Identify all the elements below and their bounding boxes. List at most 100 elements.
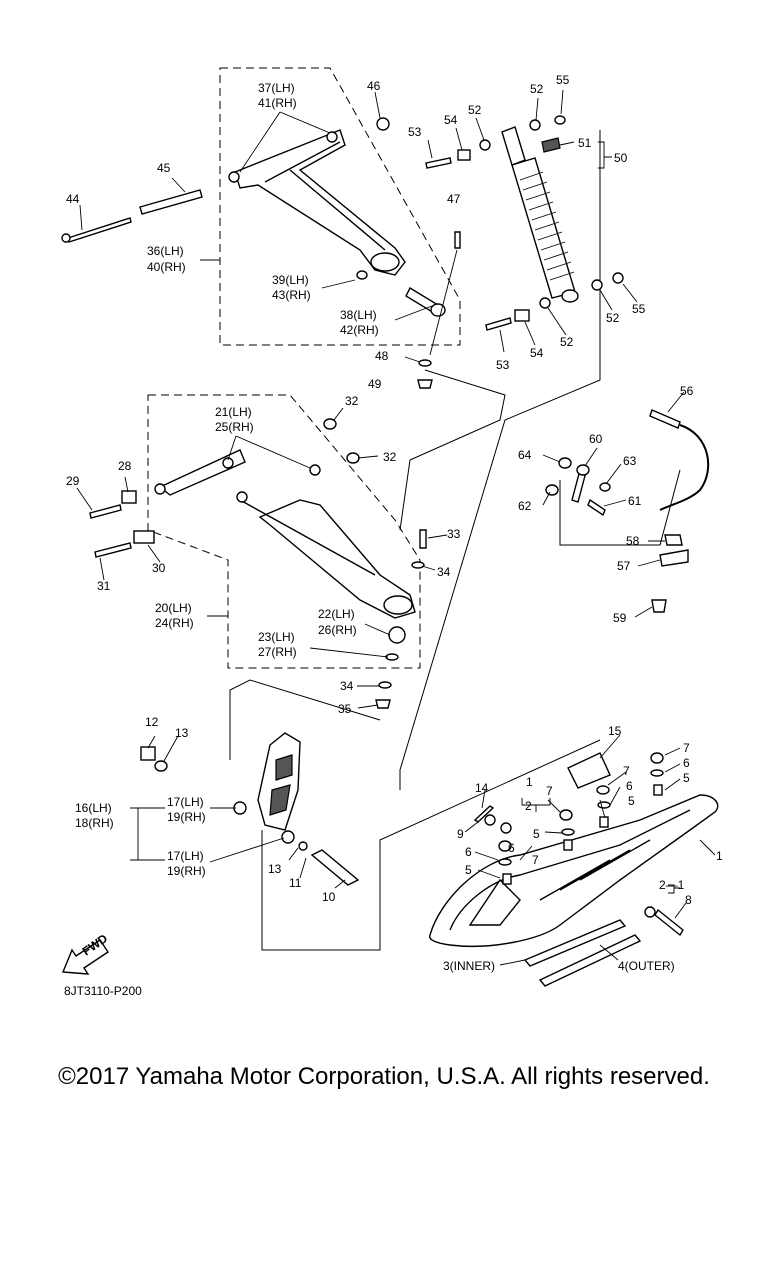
- label-17b: 17(LH): [167, 849, 204, 863]
- fwd-arrow-icon: FWD: [61, 931, 110, 975]
- label-43: 43(RH): [272, 288, 311, 302]
- label-26: 26(RH): [318, 623, 357, 637]
- label-45: 45: [157, 161, 171, 175]
- shock-absorber: [501, 126, 579, 303]
- label-64: 64: [518, 448, 532, 462]
- label-25: 25(RH): [215, 420, 254, 434]
- label-60: 60: [589, 432, 603, 446]
- label-36: 36(LH): [147, 244, 184, 258]
- label-33: 33: [447, 527, 461, 541]
- label-30: 30: [152, 561, 166, 575]
- label-55b: 55: [632, 302, 646, 316]
- label-51: 51: [578, 136, 592, 150]
- spindle-link-line: [229, 679, 381, 760]
- label-59: 59: [613, 611, 627, 625]
- label-32b: 32: [383, 450, 397, 464]
- cable-assembly: [649, 409, 710, 613]
- label-20: 20(LH): [155, 601, 192, 615]
- label-2: 2: [525, 799, 532, 813]
- label-6b: 6: [465, 845, 472, 859]
- stabilizer-link-box: [559, 469, 681, 546]
- label-57: 57: [617, 559, 631, 573]
- label-52d: 52: [560, 335, 574, 349]
- label-62: 62: [518, 499, 532, 513]
- upper-bolt-47: [429, 231, 461, 356]
- nut-48-49: [417, 359, 433, 389]
- label-3-inner: 3(INNER): [443, 959, 495, 973]
- label-6a: 6: [508, 841, 515, 855]
- label-29: 29: [66, 474, 80, 488]
- label-23: 23(LH): [258, 630, 295, 644]
- lower-ball-joint: [375, 626, 406, 709]
- shock-hardware: [425, 115, 624, 331]
- label-32a: 32: [345, 394, 359, 408]
- label-35: 35: [338, 702, 352, 716]
- label-52a: 52: [468, 103, 482, 117]
- label-52b: 52: [530, 82, 544, 96]
- label-54b: 54: [530, 346, 544, 360]
- label-55a: 55: [556, 73, 570, 87]
- lower-arm-group-outline: [147, 394, 421, 669]
- lower-bolt-33: [411, 529, 427, 569]
- label-63: 63: [623, 454, 637, 468]
- label-15: 15: [608, 724, 622, 738]
- label-56: 56: [680, 384, 694, 398]
- label-18: 18(RH): [75, 816, 114, 830]
- label-27: 27(RH): [258, 645, 297, 659]
- ski-spindle: [257, 732, 301, 831]
- label-21: 21(LH): [215, 405, 252, 419]
- label-6c: 6: [626, 779, 633, 793]
- label-34a: 34: [437, 565, 451, 579]
- label-41: 41(RH): [258, 96, 297, 110]
- label-7c: 7: [623, 764, 630, 778]
- label-7b: 7: [532, 853, 539, 867]
- lower-a-arm: [158, 449, 416, 619]
- shock-link-line: [399, 130, 601, 790]
- label-1b: 1: [526, 775, 533, 789]
- parts-diagram: FWD: [61, 67, 723, 998]
- label-53a: 53: [408, 125, 422, 139]
- label-4-outer: 4(OUTER): [618, 959, 675, 973]
- label-28: 28: [118, 459, 132, 473]
- label-10: 10: [322, 890, 336, 904]
- label-49: 49: [368, 377, 382, 391]
- label-2-1: 2—1: [659, 878, 685, 892]
- label-34b: 34: [340, 679, 354, 693]
- label-48: 48: [375, 349, 389, 363]
- label-58: 58: [626, 534, 640, 548]
- label-17a: 17(LH): [167, 795, 204, 809]
- stabilizer-link: [545, 457, 611, 517]
- upper-a-arm: [234, 129, 406, 276]
- label-50: 50: [614, 151, 628, 165]
- label-9: 9: [457, 827, 464, 841]
- part-labels: 37(LH) 41(RH) 46 45 44 36(LH) 40(RH) 39(…: [64, 73, 723, 998]
- label-5a: 5: [533, 827, 540, 841]
- label-1: 1: [716, 849, 723, 863]
- copyright-notice: ©2017 Yamaha Motor Corporation, U.S.A. A…: [58, 1063, 710, 1090]
- label-54a: 54: [444, 113, 458, 127]
- label-19a: 19(RH): [167, 810, 206, 824]
- leader-lines: [76, 89, 716, 966]
- label-38: 38(LH): [340, 308, 377, 322]
- label-44: 44: [66, 192, 80, 206]
- diagram-code: 8JT3110-P200: [64, 984, 142, 998]
- upper-arm-bushings: [228, 117, 390, 280]
- label-5c: 5: [628, 794, 635, 808]
- ball-joint-rod: [405, 287, 446, 317]
- label-53b: 53: [496, 358, 510, 372]
- label-12: 12: [145, 715, 159, 729]
- center-link-line: [399, 369, 506, 531]
- lower-arm-bushings: [154, 418, 360, 503]
- label-37: 37(LH): [258, 81, 295, 95]
- ski: [429, 794, 719, 947]
- label-7a: 7: [546, 784, 553, 798]
- label-19b: 19(RH): [167, 864, 206, 878]
- label-39: 39(LH): [272, 273, 309, 287]
- label-61: 61: [628, 494, 642, 508]
- label-40: 40(RH): [147, 260, 186, 274]
- label-16: 16(LH): [75, 801, 112, 815]
- label-31: 31: [97, 579, 111, 593]
- upper-pivot-shaft: [61, 189, 203, 243]
- ski-link-line: [261, 739, 601, 951]
- label-13a: 13: [175, 726, 189, 740]
